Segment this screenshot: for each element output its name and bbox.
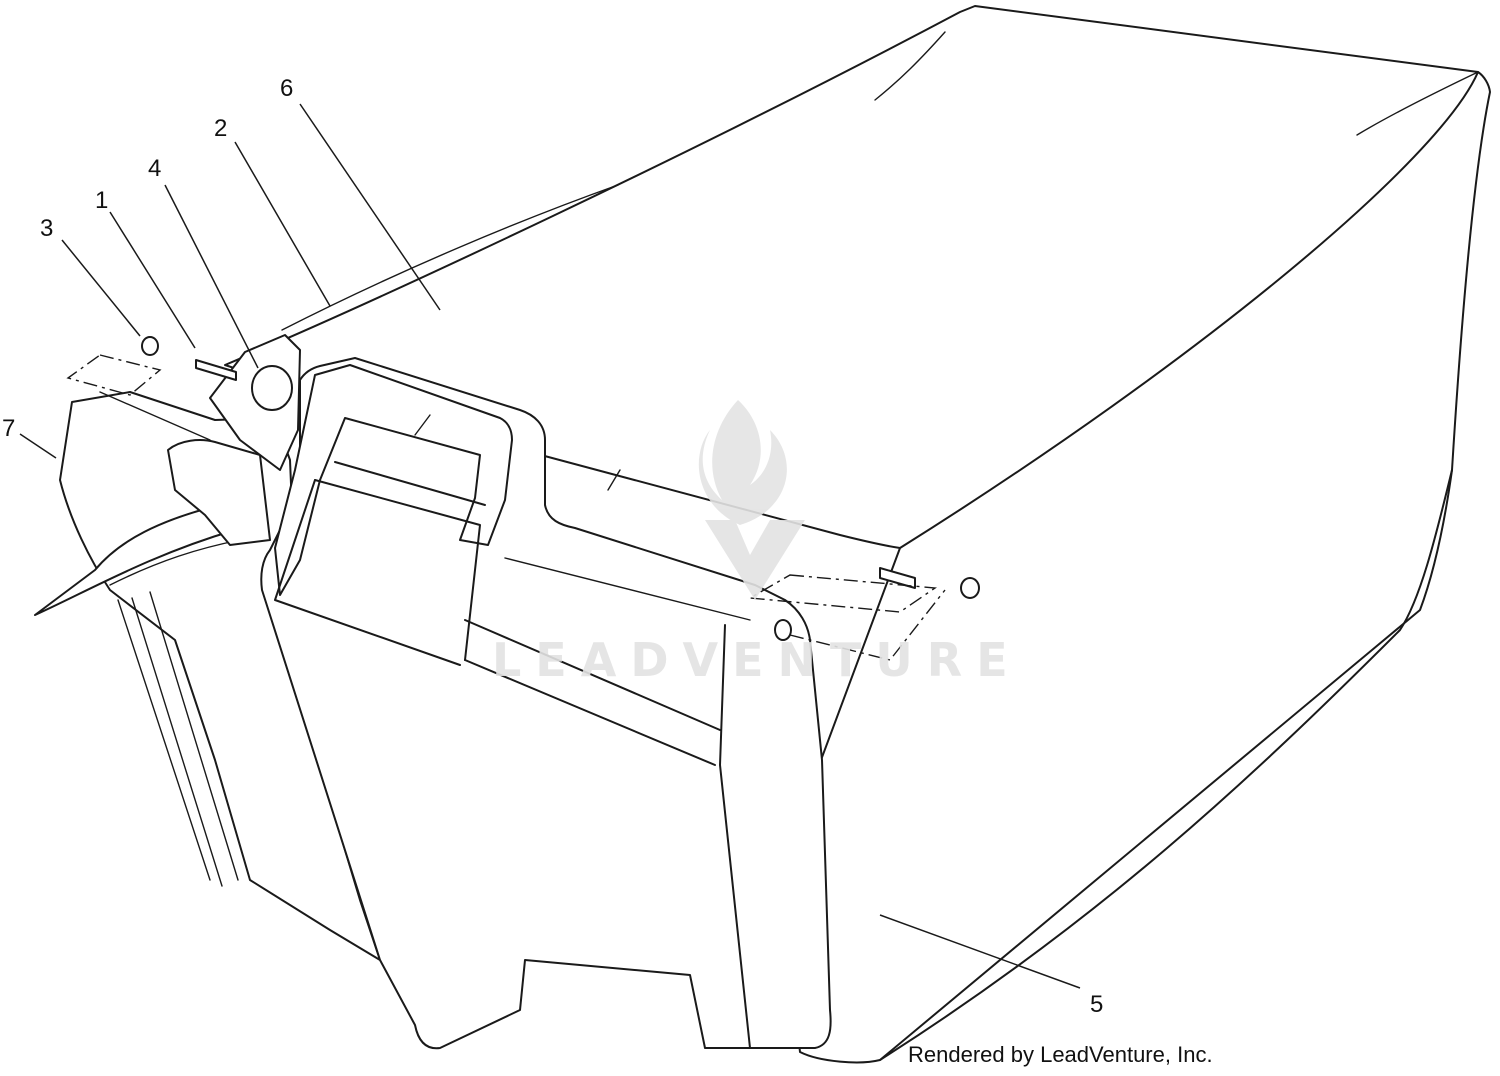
panel-crease-1 [414,414,431,436]
grass-bag-body [224,5,1491,1064]
frame-bracket-edge [99,391,211,441]
bag-back-edge [899,71,1479,549]
panel-window-top [314,479,481,661]
right-assembly-line [747,574,938,613]
right-pin [879,567,916,589]
bag-frame [34,334,381,961]
bag-corner-crease [1356,71,1479,136]
leader-1 [109,211,196,349]
callout-4: 4 [148,155,161,182]
frame-deflector-rib [109,539,241,586]
leader-2 [234,141,331,307]
front-panel-body [260,357,832,1050]
panel-top-rib [504,557,751,621]
right-hardware [747,567,980,661]
callout-6: 6 [280,75,293,102]
callout-7: 7 [2,415,15,442]
left-cap [141,336,159,356]
left-assembly-line [66,354,162,396]
right-post [774,619,792,641]
bag-bottom-edge [879,469,1453,1061]
frame-rail-1 [117,599,211,881]
callouts: 1 2 3 4 5 6 7 [2,75,1103,1018]
callout-2: 2 [214,115,227,142]
right-assembly-line-2 [789,589,946,661]
handle-inner-edge [334,461,486,506]
bag-top-crease [874,31,946,101]
grass-bag [224,5,1491,1064]
panel-lower-band-2 [464,619,721,731]
render-credit: Rendered by LeadVenture, Inc. [908,1042,1213,1067]
watermark: LEADVENTURE [492,400,1022,687]
left-pin [195,359,237,381]
leader-4 [164,184,259,369]
leader-5 [879,914,1081,989]
panel-lower-band [464,659,716,766]
handle-grip [274,364,513,596]
leader-6 [299,103,441,311]
bag-top-seam [281,184,619,331]
callout-3: 3 [40,215,53,242]
callout-5: 5 [1090,991,1103,1018]
callout-1: 1 [95,187,108,214]
left-hardware [66,336,293,411]
panel-window-left [274,479,461,666]
leader-7 [19,433,57,459]
leadventure-flame-logo-icon [698,400,805,600]
panel-right-column [719,624,751,1049]
frame-rail-2 [131,597,223,887]
leader-lines [19,103,1081,989]
frame-rail-3 [149,591,239,881]
watermark-text: LEADVENTURE [492,633,1022,687]
bag-front-panel [260,357,832,1050]
left-knob [251,365,293,411]
leader-3 [61,239,141,337]
panel-crease-2 [607,469,621,491]
frame-bracket [167,439,271,546]
right-cap [960,577,980,599]
